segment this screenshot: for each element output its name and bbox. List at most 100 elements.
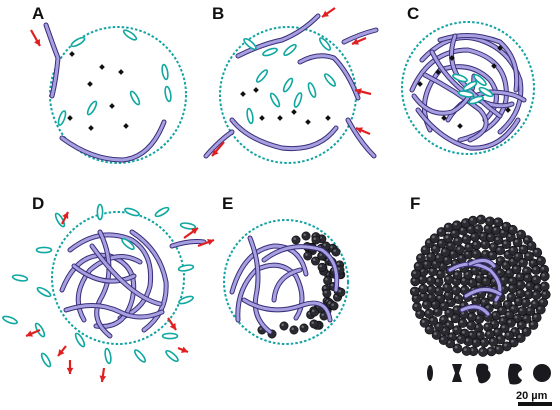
panel-d-filament-7-core (90, 244, 162, 306)
panel-a-spore (122, 29, 138, 41)
bead-highlight (501, 230, 504, 234)
arrow-head (66, 367, 74, 374)
cluster-shape-3 (476, 363, 491, 384)
bead (504, 330, 515, 341)
panel-b-spore (246, 107, 254, 125)
bead-highlight (476, 282, 480, 286)
bead (418, 283, 429, 294)
bead-highlight (475, 325, 479, 329)
bead (436, 227, 447, 237)
bead-highlight (517, 282, 521, 286)
bead-highlight (519, 322, 522, 326)
bead-highlight (510, 259, 514, 262)
bead (521, 326, 532, 337)
panel-a-filament-1-core (44, 23, 60, 98)
panel-d-spore (177, 264, 195, 272)
scale-bar (518, 402, 552, 406)
bead (436, 238, 447, 249)
bead-highlight (465, 272, 469, 275)
panel-b-spore (243, 37, 257, 51)
bead-highlight (489, 294, 492, 297)
spores-layer (2, 29, 494, 368)
bead-highlight (523, 316, 527, 319)
bead-highlight (446, 322, 450, 326)
bead (518, 257, 528, 268)
panel-d-spore (96, 203, 104, 221)
bead-highlight (432, 301, 436, 305)
panel-d-spore (35, 246, 53, 254)
bead-highlight (468, 322, 472, 326)
bead-highlight (428, 254, 432, 258)
bead-highlight (520, 246, 524, 250)
bead-highlight (412, 288, 415, 292)
bead (461, 346, 472, 356)
arrow-head (34, 39, 40, 46)
bead-highlight (510, 248, 514, 251)
bead (526, 240, 537, 251)
panel-c-filament-9-core (412, 74, 476, 115)
bead-highlight (518, 231, 522, 235)
bead (486, 346, 497, 357)
bead-highlight (513, 266, 517, 270)
panel-b-spore (318, 37, 332, 51)
bead-highlight (449, 334, 453, 338)
bead-highlight (331, 303, 334, 306)
bead-highlight (461, 303, 465, 307)
bead-highlight (512, 329, 516, 333)
panel-d-spore (133, 349, 147, 363)
bead (301, 231, 311, 241)
bead (317, 262, 327, 272)
bead (531, 274, 541, 285)
bead-highlight (328, 301, 331, 305)
granule-dot (253, 87, 259, 93)
bead-highlight (433, 332, 437, 336)
bead-highlight (508, 234, 511, 238)
bead-highlight (503, 241, 507, 245)
bead (425, 275, 436, 286)
bead-highlight (430, 268, 433, 272)
bead-highlight (481, 339, 485, 343)
panel-c-spore (462, 80, 478, 92)
granule-dot (291, 109, 297, 115)
panel-c-filament-5-core (438, 34, 519, 92)
panel-a-spore (164, 85, 172, 103)
bead-highlight (305, 253, 308, 256)
bead-highlight (454, 222, 457, 226)
bead-highlight (501, 277, 505, 281)
bead-highlight (430, 318, 434, 321)
bead (329, 301, 339, 311)
bead-highlight (338, 289, 341, 293)
bead-highlight (497, 258, 501, 261)
panel-d-spore (121, 237, 135, 251)
panel-b-filament-4-core (230, 118, 338, 151)
bead-highlight (454, 307, 458, 311)
bead-highlight (541, 266, 545, 270)
panel-b-spore (283, 43, 297, 57)
bead (279, 321, 289, 331)
bead-highlight (448, 243, 451, 246)
bead-highlight (452, 230, 456, 234)
bead-highlight (454, 345, 458, 349)
bead-highlight (303, 233, 306, 236)
bead (493, 217, 504, 228)
panel-d-filament-6-core (72, 264, 136, 283)
bead-highlight (413, 295, 417, 299)
panel-b-spore (307, 82, 317, 98)
bead-highlight (457, 247, 461, 250)
bead-highlight (463, 236, 467, 240)
bead-highlight (437, 295, 441, 299)
panel-b-filament-2-core (342, 28, 378, 44)
panel-c-filament-1-core (420, 36, 523, 134)
panel-d-filament-out-core (170, 240, 206, 248)
bead-highlight (523, 329, 527, 332)
bead (443, 274, 454, 285)
panel-d-spore (154, 206, 170, 218)
bead (451, 220, 462, 231)
bead (412, 302, 422, 312)
bead-highlight (460, 228, 464, 231)
bead-highlight (446, 276, 449, 280)
bead (485, 216, 495, 227)
arrow-head (26, 330, 33, 337)
bead (443, 233, 454, 244)
panel-label-b: B (212, 4, 224, 23)
